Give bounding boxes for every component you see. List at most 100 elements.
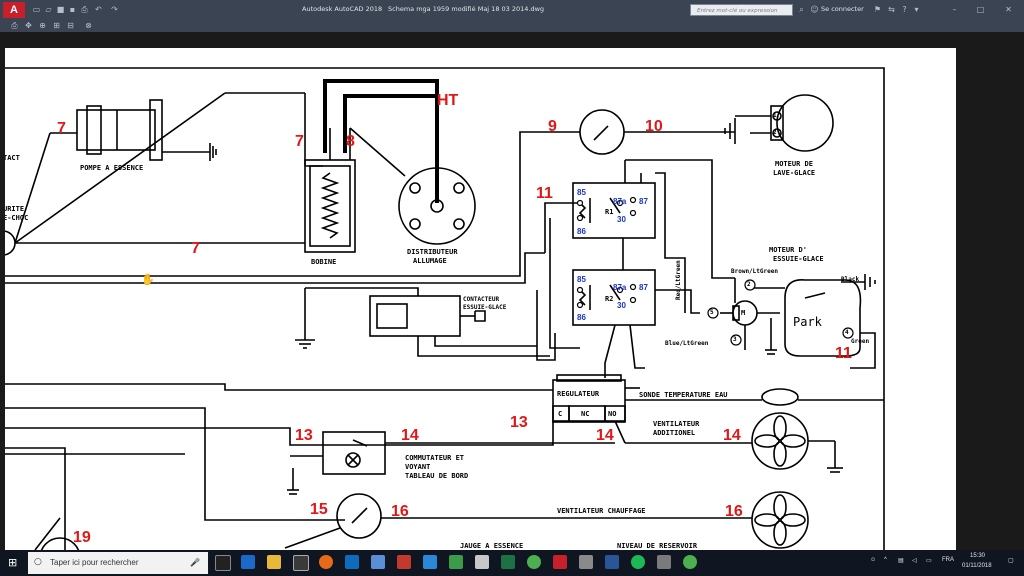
app-name: Autodesk AutoCAD 2018 xyxy=(302,5,383,13)
label-bobine: BOBINE xyxy=(311,258,337,266)
app-icon-5[interactable] xyxy=(475,555,489,569)
undo-icon[interactable]: ↶ xyxy=(95,5,102,14)
label-niveau: NIVEAU DE RESERVOIR xyxy=(617,542,698,550)
r2-label: R2 xyxy=(605,295,614,303)
r2-pin-86: 86 xyxy=(577,313,586,322)
label-conn-2: 2 xyxy=(747,281,751,288)
dropdown-icon[interactable]: ▾ xyxy=(914,5,919,14)
print-icon[interactable]: ⎙ xyxy=(81,5,88,14)
chrome-icon[interactable] xyxy=(527,555,541,569)
search-input[interactable]: Entrez mot-clé ou expression xyxy=(690,4,793,16)
app-menu-button[interactable]: A xyxy=(3,2,25,18)
close-drawing-icon[interactable]: ⊗ xyxy=(85,21,92,30)
label-blue-wire: Blue/LtGreen xyxy=(665,340,709,347)
wire-number-13-reg: 13 xyxy=(510,414,528,431)
zoom-window-icon[interactable]: ⊞ xyxy=(53,21,60,30)
label-moteur-lave: MOTEUR DE xyxy=(775,160,813,168)
clock-date[interactable]: 01/11/2018 xyxy=(962,563,992,569)
label-black-wire: Black xyxy=(841,276,860,283)
wire-number-15: 15 xyxy=(310,501,328,518)
label-distributeur: DISTRIBUTEUR xyxy=(407,248,458,256)
label-tableau-de-bord: TABLEAU DE BORD xyxy=(405,472,469,480)
word-icon[interactable] xyxy=(605,555,619,569)
store-icon[interactable] xyxy=(293,555,309,571)
save-icon[interactable]: ■ xyxy=(56,5,65,14)
search-icon[interactable]: ⌕ xyxy=(799,5,804,14)
label-motor-m: M xyxy=(741,309,746,317)
wire-number-14-reg: 14 xyxy=(596,427,614,444)
label-lave-glace: LAVE-GLACE xyxy=(773,169,816,177)
people-icon[interactable]: ☺ xyxy=(870,557,877,563)
help-icon[interactable]: ? xyxy=(902,5,907,14)
r1-pin-30: 30 xyxy=(617,215,626,224)
save-as-icon[interactable]: ▪ xyxy=(69,5,76,14)
label-reg-c: C xyxy=(558,410,563,418)
label-choc: E-CHOC xyxy=(5,214,29,222)
label-park: Park xyxy=(793,315,822,329)
redo-icon[interactable]: ↷ xyxy=(111,5,118,14)
file-explorer-icon[interactable] xyxy=(267,555,281,569)
cart-icon[interactable]: ⚑ xyxy=(873,5,882,14)
wires xyxy=(5,67,885,550)
close-icon[interactable]: ✕ xyxy=(1005,5,1012,14)
tray-chevron-icon[interactable]: ^ xyxy=(884,557,887,563)
wire-number-11-park: 11 xyxy=(835,345,852,362)
app-icon-1[interactable] xyxy=(371,555,385,569)
zoom-previous-icon[interactable]: ⊟ xyxy=(67,21,74,30)
label-contacteur: CONTACTEUR xyxy=(463,296,500,303)
autocad-icon[interactable] xyxy=(553,555,567,569)
label-essuie-glace: ESSUIE-GLACE xyxy=(773,255,824,263)
label-pompe: POMPE A ESSENCE xyxy=(80,164,144,172)
language-indicator[interactable]: FRA xyxy=(942,557,954,563)
battery-icon[interactable]: ▭ xyxy=(926,558,932,564)
volume-icon[interactable]: ◁ xyxy=(912,558,917,564)
label-conn-5: 5 xyxy=(710,309,714,316)
label-conn-1: 1 xyxy=(773,112,777,119)
r1-pin-86: 86 xyxy=(577,227,586,236)
r2-pin-30: 30 xyxy=(617,301,626,310)
excel-icon[interactable] xyxy=(501,555,515,569)
firefox-icon[interactable] xyxy=(319,555,333,569)
wire-number-9: 9 xyxy=(548,118,557,135)
connectors xyxy=(576,196,854,346)
wiring-diagram xyxy=(5,67,885,550)
outlook-icon[interactable] xyxy=(345,555,359,569)
windows-start-icon[interactable]: ⊞ xyxy=(8,556,18,569)
maximize-icon[interactable]: □ xyxy=(976,5,985,14)
label-green-wire: Green xyxy=(851,338,870,345)
drawing-sheet[interactable]: TACT URITE E-CHOC POMPE A ESSENCE BOBINE… xyxy=(5,48,956,550)
clock-time[interactable]: 15:30 xyxy=(970,553,986,559)
plot-icon[interactable]: ⎙ xyxy=(11,21,18,30)
task-view-icon[interactable] xyxy=(215,555,231,571)
taskbar: ⊞ Taper ici pour rechercher ○ 🎤 ☺ ^ ▤ ◁ … xyxy=(0,550,1024,576)
user-icon[interactable]: ☺ xyxy=(810,5,819,14)
sign-in-link[interactable]: Se connecter xyxy=(821,5,864,13)
app-icon-4[interactable] xyxy=(449,555,463,569)
wire-number-10: 10 xyxy=(645,118,663,135)
label-commutateur: COMMUTATEUR ET xyxy=(405,454,465,462)
taskbar-search-input[interactable]: Taper ici pour rechercher xyxy=(28,552,208,574)
microphone-icon[interactable]: 🎤 xyxy=(190,558,200,567)
app-icon-2[interactable] xyxy=(397,555,411,569)
spotify-icon[interactable] xyxy=(631,555,645,569)
label-jauge: JAUGE A ESSENCE xyxy=(460,542,524,550)
app-icon-6[interactable] xyxy=(579,555,593,569)
exchange-icon[interactable]: ⇆ xyxy=(888,5,895,14)
minimize-icon[interactable]: – xyxy=(952,5,957,14)
edge-icon[interactable] xyxy=(241,555,255,569)
label-securite: URITE xyxy=(5,205,25,213)
chrome-icon-2[interactable] xyxy=(683,555,697,569)
open-icon[interactable]: ▱ xyxy=(45,5,52,14)
network-icon[interactable]: ▤ xyxy=(898,558,904,564)
label-ventilateur: VENTILATEUR xyxy=(653,420,700,428)
app-icon-3[interactable] xyxy=(423,555,437,569)
app-icon-7[interactable] xyxy=(657,555,671,569)
new-icon[interactable]: ▭ xyxy=(32,5,41,14)
pan-icon[interactable]: ✥ xyxy=(25,21,32,30)
notifications-icon[interactable]: ▢ xyxy=(1008,558,1014,564)
label-conn-3: 3 xyxy=(733,336,737,343)
label-reg-nc: NC xyxy=(581,410,590,418)
label-contact: TACT xyxy=(5,154,20,162)
wire-number-11-relay: 11 xyxy=(536,185,553,202)
zoom-icon[interactable]: ⊕ xyxy=(39,21,46,30)
